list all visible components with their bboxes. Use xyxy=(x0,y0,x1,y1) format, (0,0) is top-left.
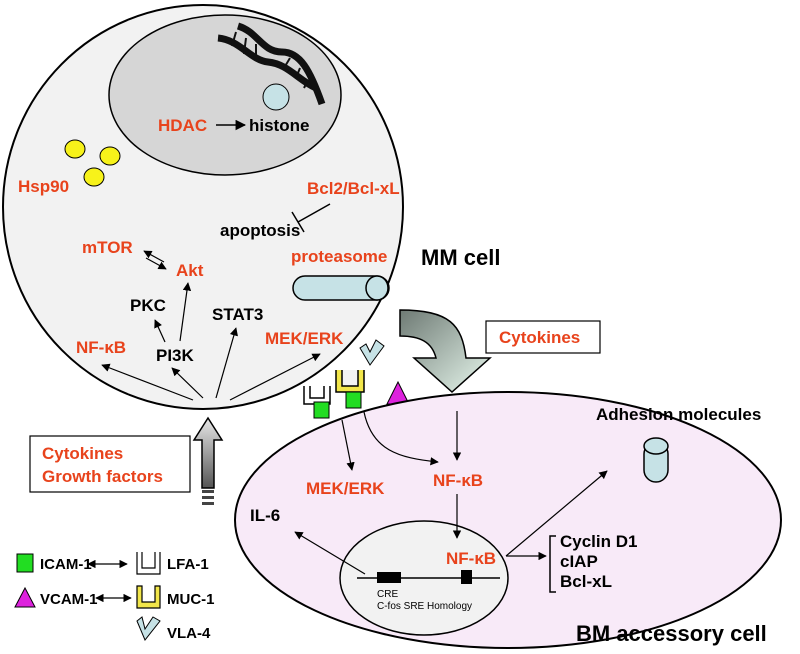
dna-icon xyxy=(217,22,326,106)
apoptosis-label: apoptosis xyxy=(220,221,300,240)
vcam-swatch xyxy=(14,586,36,608)
lfa-swatch xyxy=(136,552,161,575)
mek-erk-mm-label: MEK/ERK xyxy=(265,329,344,348)
pi3k-label: PI3K xyxy=(156,346,195,365)
adhesion-molecule-icon xyxy=(643,437,669,483)
receptor-cluster xyxy=(303,339,410,419)
mtor-akt-arrow-1 xyxy=(143,250,165,263)
mtor-label: mTOR xyxy=(82,238,133,257)
nfkb-nucleus-label: NF-κB xyxy=(446,549,496,568)
hdac-label: HDAC xyxy=(158,116,207,135)
mek-erk-bm-label: MEK/ERK xyxy=(306,479,385,498)
proteasome-icon xyxy=(292,275,390,301)
upward-arrow xyxy=(192,416,224,505)
cfos-label: C-fos SRE Homology xyxy=(377,601,472,612)
bm-cell-label: BM accessory cell xyxy=(576,621,767,646)
hsp90-label: Hsp90 xyxy=(18,177,69,196)
bcl2-label: Bcl2/Bcl-xL xyxy=(307,179,400,198)
growth-factors-box xyxy=(29,435,191,493)
nfkb-mm-label: NF-κB xyxy=(76,338,126,357)
adhesion-molecules-label: Adhesion molecules xyxy=(596,405,761,424)
growth-box-line1: Cytokines xyxy=(42,444,123,463)
bm-cell-body xyxy=(234,391,782,649)
legend-icam: ICAM-1 xyxy=(40,556,92,573)
targets-bracket xyxy=(549,535,556,593)
vla-swatch xyxy=(136,616,161,641)
target-bcl-xl: Bcl-xL xyxy=(560,572,612,591)
bcl2-inhibition xyxy=(291,203,331,233)
legend-muc: MUC-1 xyxy=(167,591,215,608)
icam-swatch xyxy=(16,553,34,573)
mm-cell-label: MM cell xyxy=(421,245,500,270)
pi3k-akt-arrow xyxy=(179,282,192,342)
histone-label: histone xyxy=(249,116,309,135)
cytokines-flow-arrow xyxy=(399,309,492,394)
sre-box xyxy=(461,570,472,584)
growth-box-line2: Growth factors xyxy=(42,467,163,486)
pi3k-pkc-arrow xyxy=(154,319,166,343)
akt-label: Akt xyxy=(176,261,204,280)
cre-box xyxy=(377,572,401,583)
bm-signal-arrows xyxy=(294,411,608,575)
signal-fan-arrows xyxy=(101,327,321,401)
cytokines-box xyxy=(485,320,601,354)
pkc-label: PKC xyxy=(130,296,166,315)
legend-lfa: LFA-1 xyxy=(167,556,209,573)
target-ciap: cIAP xyxy=(560,552,598,571)
histone-sphere xyxy=(262,83,290,111)
proteasome-label: proteasome xyxy=(291,247,387,266)
nfkb-bm-label: NF-κB xyxy=(433,471,483,490)
legend: ICAM-1 LFA-1 VCAM-1 MUC-1 VLA-4 xyxy=(14,552,215,642)
stat3-label: STAT3 xyxy=(212,305,263,324)
cre-label: CRE xyxy=(377,589,398,600)
hsp90-icon xyxy=(64,139,121,187)
target-cyclin-d1: Cyclin D1 xyxy=(560,532,637,551)
legend-vcam: VCAM-1 xyxy=(40,591,98,608)
il6-label: IL-6 xyxy=(250,506,280,525)
muc-swatch xyxy=(136,585,161,609)
legend-vla: VLA-4 xyxy=(167,625,211,642)
mtor-akt-arrow-2 xyxy=(145,257,167,270)
cytokines-box-label: Cytokines xyxy=(499,328,580,347)
